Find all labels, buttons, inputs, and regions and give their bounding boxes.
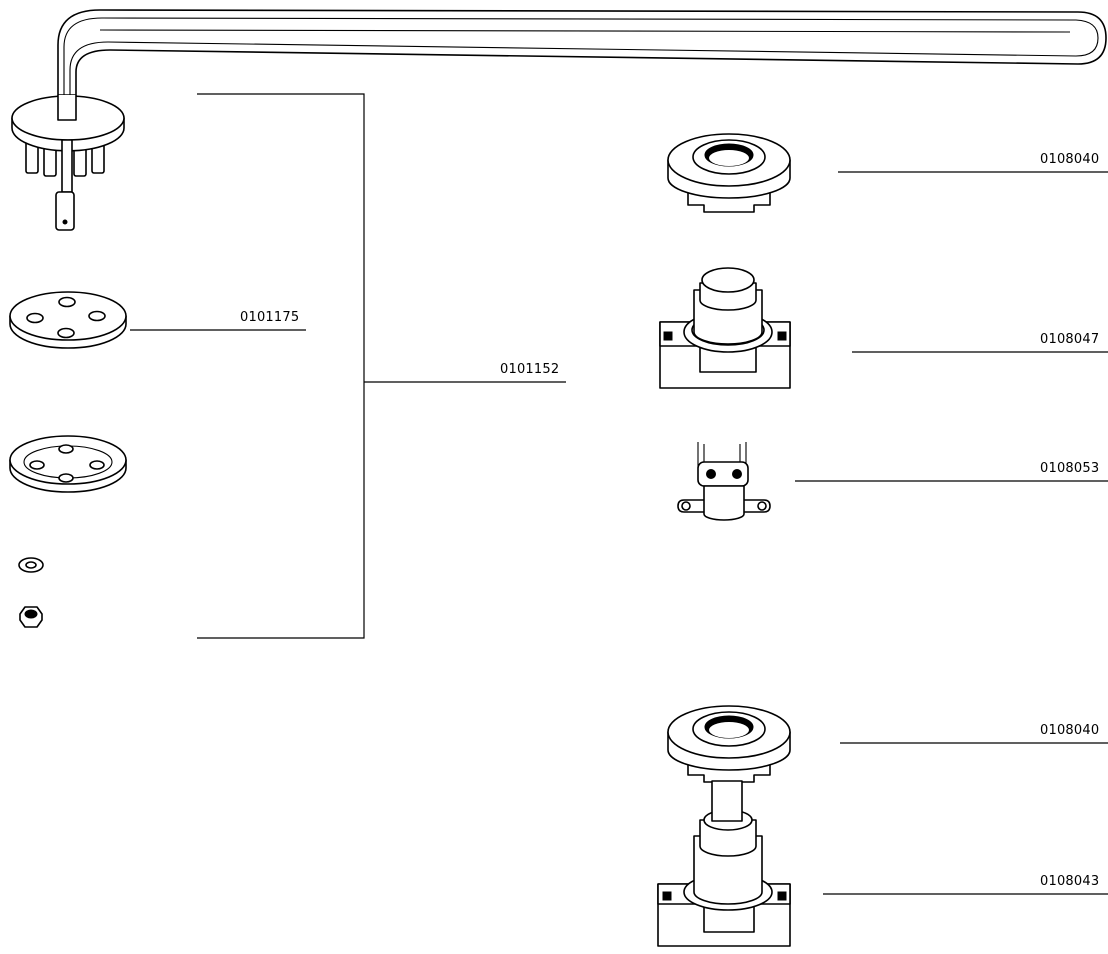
- label-heating-element-kit: 0101152: [500, 362, 560, 377]
- label-thermal-fuse: 0108053: [1040, 461, 1100, 476]
- thermostat-top: [659, 267, 791, 389]
- label-thermostat-top: 0108047: [1040, 332, 1100, 347]
- label-thermostat-gasket-bottom: 0108040: [1040, 723, 1100, 738]
- washer: [18, 557, 44, 573]
- thermostat-gasket-bottom: [667, 705, 791, 783]
- thermostat-bottom: [657, 780, 791, 947]
- heating-element-flange: [11, 95, 125, 231]
- kit-bracket: [130, 93, 566, 639]
- flange-gasket: [9, 291, 127, 349]
- back-plate: [9, 435, 127, 493]
- hex-nut: [19, 606, 43, 628]
- thermostat-gasket-top: [667, 133, 791, 213]
- heating-element-tube: [57, 9, 1107, 96]
- right-leader-lines: [795, 171, 1108, 895]
- thermal-fuse: [677, 442, 771, 521]
- label-thermostat-bottom: 0108043: [1040, 874, 1100, 889]
- label-thermostat-gasket-top: 0108040: [1040, 152, 1100, 167]
- label-flange-gasket: 0101175: [240, 310, 300, 325]
